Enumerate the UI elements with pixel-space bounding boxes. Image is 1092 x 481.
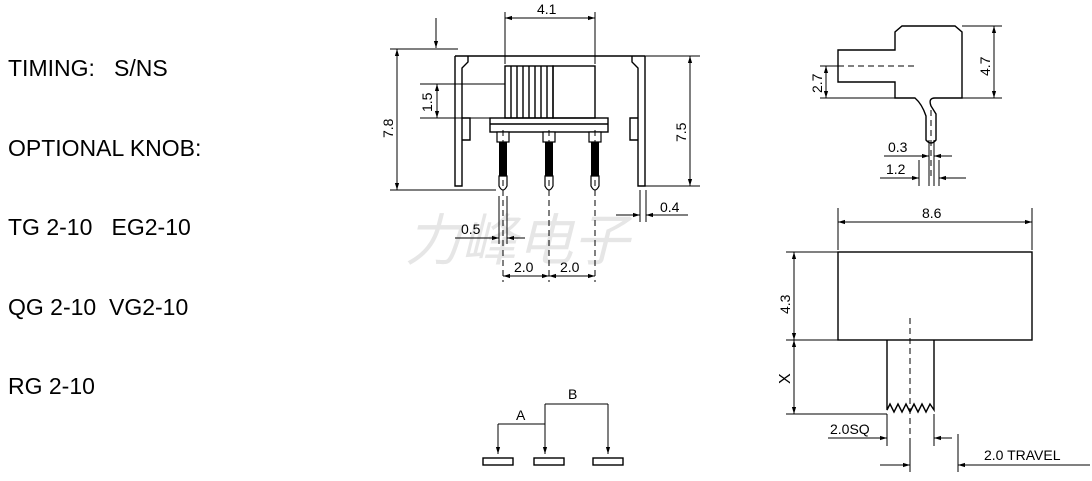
terminal-2 [533, 457, 565, 466]
spec-timing: TIMING: S/NS [8, 55, 168, 81]
switch-schematic: A B [482, 386, 624, 466]
terminal-pins [496, 131, 602, 191]
dim-7-5: 7.5 [673, 122, 689, 142]
knob-view: 8.6 4.3 X 2.0SQ 2.0 TRAVEL [777, 205, 1090, 472]
knob-ribs [510, 66, 548, 118]
spec-knob-line-1: TG 2-10 EG2-10 [8, 214, 191, 240]
dim-1-2: 1.2 [886, 161, 906, 177]
right-bracket [631, 56, 646, 187]
dim-pitch-left: 2.0 [514, 259, 534, 275]
dim-4-1: 4.1 [537, 1, 557, 17]
dim-2-0sq: 2.0SQ [830, 421, 870, 437]
dim-7-8: 7.8 [380, 118, 396, 138]
dim-0-3: 0.3 [888, 139, 908, 155]
right-inner-tab [629, 117, 638, 141]
left-bracket [454, 56, 469, 187]
side-body [837, 25, 963, 144]
dim-4-7: 4.7 [977, 56, 993, 76]
label-a: A [516, 407, 526, 423]
dim-pitch-right: 2.0 [560, 259, 580, 275]
terminal-1 [482, 457, 514, 466]
terminal-3 [592, 457, 624, 466]
knob-cap [837, 251, 1033, 341]
slider-body [552, 65, 596, 119]
dim-travel: 2.0 TRAVEL [984, 447, 1061, 463]
left-inner-tab [462, 117, 471, 141]
dim-0-5: 0.5 [461, 221, 481, 237]
spec-text-block: TIMING: S/NS OPTIONAL KNOB: TG 2-10 EG2-… [8, 2, 201, 426]
base-plate [489, 117, 609, 133]
dim-8-6: 8.6 [922, 205, 942, 221]
dim-1-5: 1.5 [419, 92, 435, 112]
side-view: 2.7 4.7 0.3 1.2 [809, 25, 1002, 186]
spec-knob-line-2: QG 2-10 VG2-10 [8, 293, 189, 320]
front-view: 4.1 7.8 1.5 7.5 0.4 0.5 [380, 1, 700, 282]
label-b: B [568, 386, 577, 402]
dim-2-7: 2.7 [809, 73, 825, 93]
dim-4-3: 4.3 [777, 294, 793, 314]
spec-knob-line-3: RG 2-10 [8, 373, 95, 399]
dim-0-4: 0.4 [660, 199, 680, 215]
dim-x: X [777, 373, 794, 384]
spec-optional-knob: OPTIONAL KNOB: [8, 134, 202, 161]
